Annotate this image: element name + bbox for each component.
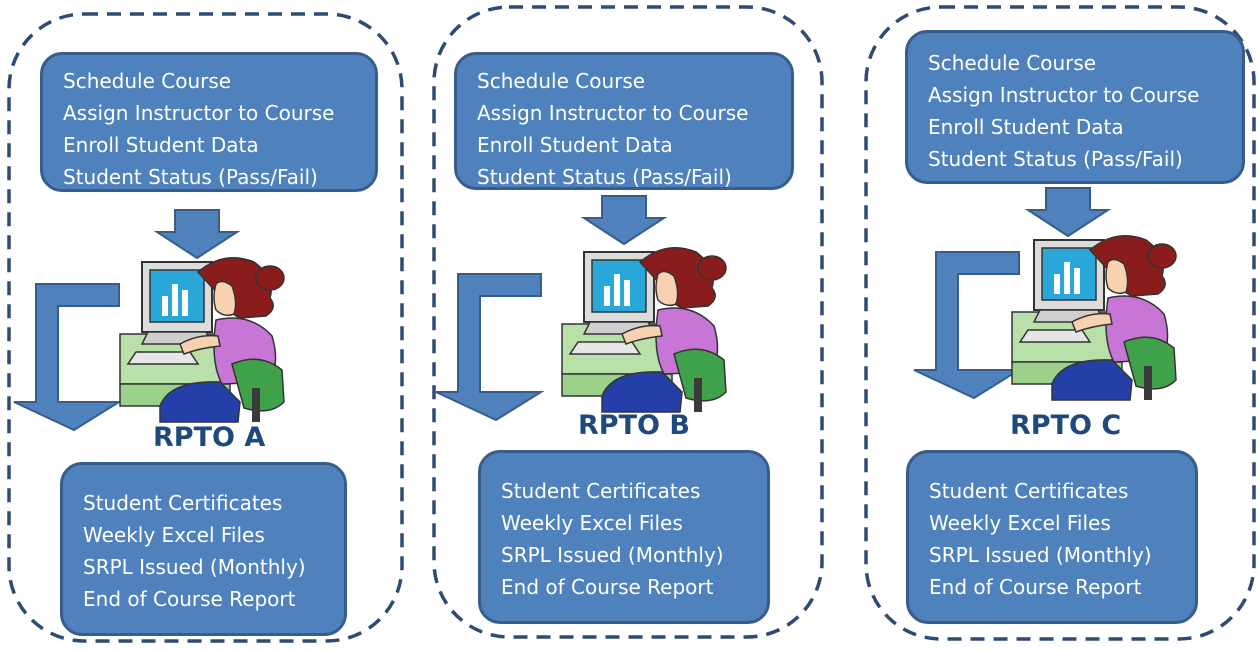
output-item: SRPL Issued (Monthly): [929, 543, 1152, 567]
bent-down-arrow-icon: [435, 273, 545, 422]
task-item: Schedule Course: [63, 69, 232, 93]
output-item: Weekly Excel Files: [83, 523, 265, 547]
output-item: Student Certificates: [501, 479, 701, 503]
task-item: Assign Instructor to Course: [63, 101, 335, 125]
woman-at-computer-icon: [119, 257, 285, 423]
down-arrow-icon: [153, 209, 241, 260]
output-item: End of Course Report: [929, 575, 1142, 599]
task-item: Schedule Course: [928, 51, 1097, 75]
task-item: Assign Instructor to Course: [477, 101, 749, 125]
output-item: SRPL Issued (Monthly): [83, 555, 306, 579]
rpto-label: RPTO A: [153, 422, 266, 453]
woman-at-computer-icon: [561, 247, 727, 413]
task-item: Enroll Student Data: [477, 133, 673, 157]
task-item: Student Status (Pass/Fail): [477, 165, 732, 189]
down-arrow-icon: [580, 195, 668, 246]
tasks-box: Schedule Course Assign Instructor to Cou…: [40, 52, 378, 192]
output-item: SRPL Issued (Monthly): [501, 543, 724, 567]
output-item: Student Certificates: [929, 479, 1129, 503]
tasks-box: Schedule Course Assign Instructor to Cou…: [905, 30, 1245, 184]
output-item: Weekly Excel Files: [501, 511, 683, 535]
rpto-label: RPTO C: [1010, 410, 1122, 441]
outputs-box: Student Certificates Weekly Excel Files …: [478, 450, 770, 624]
task-item: Enroll Student Data: [63, 133, 259, 157]
task-item: Student Status (Pass/Fail): [928, 147, 1183, 171]
output-item: End of Course Report: [83, 587, 296, 611]
rpto-label: RPTO B: [578, 410, 690, 441]
output-item: Weekly Excel Files: [929, 511, 1111, 535]
output-item: End of Course Report: [501, 575, 714, 599]
task-item: Student Status (Pass/Fail): [63, 165, 318, 189]
outputs-box: Student Certificates Weekly Excel Files …: [906, 450, 1198, 624]
task-item: Schedule Course: [477, 69, 646, 93]
output-item: Student Certificates: [83, 491, 283, 515]
bent-down-arrow-icon: [913, 251, 1023, 400]
bent-down-arrow-icon: [13, 283, 123, 432]
tasks-box: Schedule Course Assign Instructor to Cou…: [454, 52, 794, 190]
down-arrow-icon: [1024, 187, 1112, 238]
task-item: Assign Instructor to Course: [928, 83, 1200, 107]
task-item: Enroll Student Data: [928, 115, 1124, 139]
outputs-box: Student Certificates Weekly Excel Files …: [60, 462, 347, 636]
woman-at-computer-icon: [1011, 235, 1177, 401]
